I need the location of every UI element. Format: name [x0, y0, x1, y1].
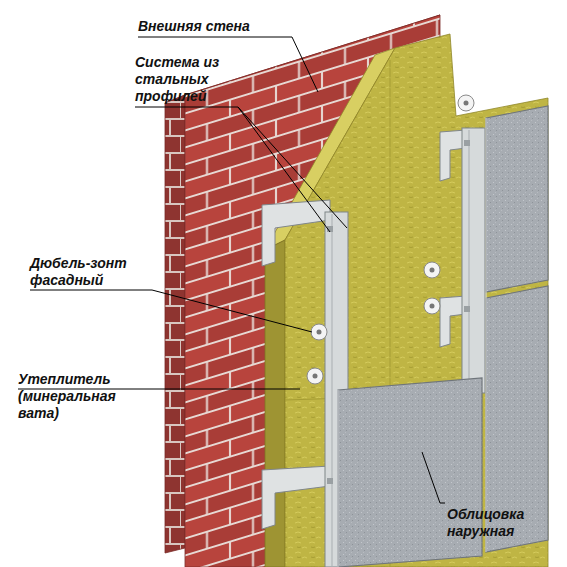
rivet: [327, 478, 333, 484]
leader-line: [135, 107, 330, 232]
steel-rail: [462, 128, 485, 393]
dowel-center: [430, 304, 435, 309]
callout-label: Внешняя стена: [138, 18, 308, 35]
callout-label: Дюбель-зонт фасадный: [30, 255, 148, 289]
dowel: [458, 95, 474, 111]
rivet: [464, 140, 470, 146]
leader-line: [30, 290, 312, 332]
dowel-head: [424, 298, 440, 314]
rail-edge: [332, 214, 333, 567]
leader-line: [238, 107, 347, 228]
dowel: [424, 262, 440, 278]
wall-side: [165, 95, 185, 553]
dowel-head: [424, 262, 440, 278]
callout-label: Утеплитель (минеральная вата): [18, 371, 136, 422]
rail-edge: [469, 130, 470, 392]
panel-edge: [338, 390, 339, 567]
callout-label: Облицовка наружная: [447, 506, 562, 540]
dowel: [424, 298, 440, 314]
callout-label: Система из стальных профилей: [135, 54, 253, 105]
bracket: [262, 200, 330, 266]
rivet: [464, 306, 470, 312]
bracket: [262, 466, 330, 529]
dowel-center: [317, 330, 322, 335]
dowel-center: [430, 268, 435, 273]
cladding-panel: [486, 106, 548, 292]
dowel-head: [311, 324, 327, 340]
dowel-center: [313, 374, 318, 379]
dowel: [311, 324, 327, 340]
dowel-center: [464, 101, 469, 106]
dowel: [307, 368, 323, 384]
leader-line: [422, 452, 445, 503]
panel-edge: [486, 118, 487, 552]
dowel-head: [458, 95, 474, 111]
dowel-head: [307, 368, 323, 384]
